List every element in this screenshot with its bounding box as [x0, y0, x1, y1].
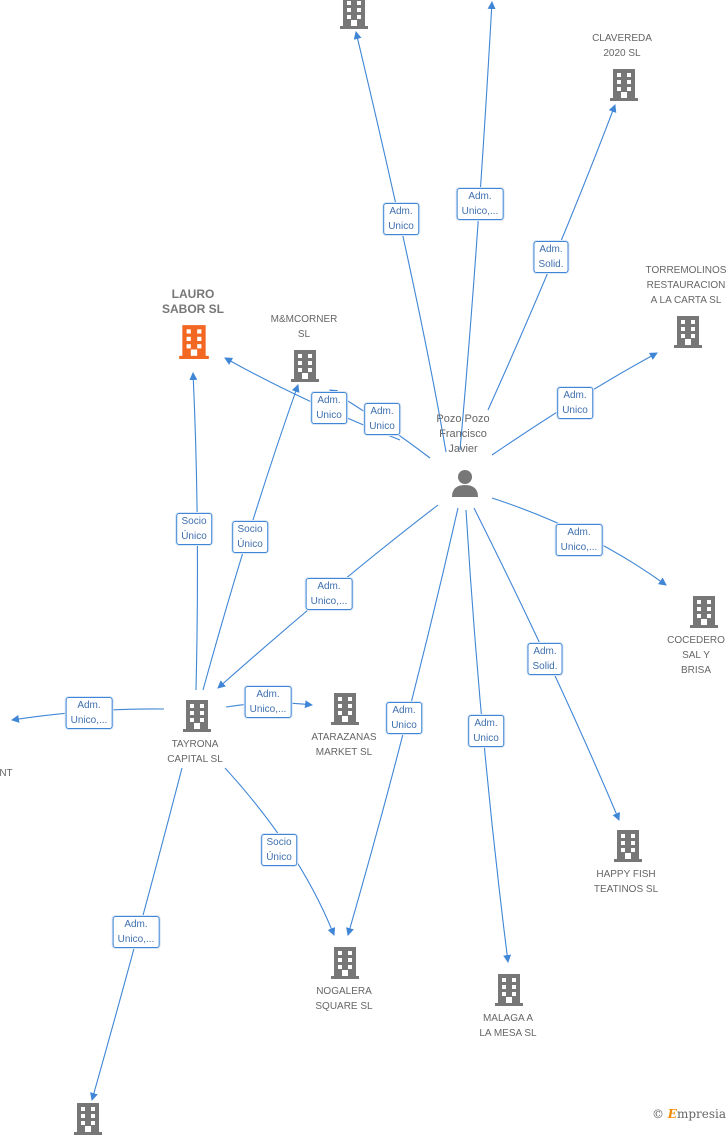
building-icon[interactable] — [340, 0, 368, 29]
building-icon[interactable] — [331, 945, 359, 979]
company-label-torremolinos[interactable]: TORREMOLINOS RESTAURACION A LA CARTA SL — [645, 265, 727, 306]
company-label-happy-fish[interactable]: HAPPY FISH TEATINOS SL — [593, 869, 659, 895]
edge-label: Adm. Solid. — [527, 643, 563, 675]
edge-label: Adm. Unico,... — [456, 188, 504, 220]
company-label-tayrona[interactable]: TAYRONA CAPITAL SL — [167, 739, 223, 765]
empresia-logo: © Empresia — [652, 1107, 726, 1121]
edge-label: Adm. Unico — [383, 203, 419, 235]
edge-label: Adm. Unico,... — [555, 524, 603, 556]
edge-label: Adm. Solid. — [533, 241, 569, 273]
edge-label: Socio Único — [176, 513, 212, 545]
building-icon[interactable] — [610, 67, 638, 101]
edge-label: Adm. Unico — [386, 702, 422, 734]
edge-label: Adm. Unico — [468, 715, 504, 747]
building-icon[interactable] — [74, 1101, 102, 1135]
building-icon[interactable] — [183, 698, 211, 732]
edge-label: Socio Único — [232, 521, 268, 553]
brand-name: mpresia — [676, 1107, 726, 1121]
edge-label: Adm. Unico — [557, 387, 593, 419]
building-icon[interactable] — [674, 314, 702, 348]
edge-label: Adm. Unico,... — [65, 697, 113, 729]
edge-label: Adm. Unico — [311, 392, 347, 424]
company-label-mmcorner[interactable]: M&MCORNER SL — [270, 314, 338, 340]
company-label-malaga[interactable]: MALAGA A LA MESA SL — [479, 1013, 537, 1039]
building-icon-highlighted[interactable] — [179, 323, 209, 359]
company-label-clavereda[interactable]: CLAVEREDA 2020 SL — [592, 33, 652, 59]
person-icon[interactable] — [450, 468, 480, 498]
building-icon[interactable] — [614, 828, 642, 862]
brand-initial: E — [667, 1107, 677, 1121]
company-label-cocedero[interactable]: COCEDERO SAL Y BRISA — [667, 635, 725, 676]
company-label-nogalera[interactable]: NOGALERA SQUARE SL — [315, 986, 373, 1012]
company-label-atarazanas[interactable]: ATARAZANAS MARKET SL — [311, 732, 377, 758]
edge-center-top — [459, 1, 496, 451]
edge-label: Adm. Unico,... — [305, 578, 353, 610]
person-name[interactable]: Pozo Pozo Francisco Javier — [436, 413, 490, 455]
company-label-lauro[interactable]: LAURO SABOR SL — [161, 287, 225, 316]
building-icon[interactable] — [291, 348, 319, 382]
edge-label: Adm. Unico — [364, 403, 400, 435]
edge-center-top-left — [353, 31, 447, 453]
building-icon[interactable] — [495, 972, 523, 1006]
building-icon[interactable] — [690, 594, 718, 628]
company-label-left[interactable]: NT — [0, 768, 13, 779]
edge-label: Adm. Unico,... — [244, 686, 292, 718]
edge-label: Adm. Unico,... — [112, 916, 160, 948]
building-icon[interactable] — [331, 691, 359, 725]
edge-label: Socio Único — [261, 834, 297, 866]
copyright-symbol: © — [651, 1107, 664, 1121]
